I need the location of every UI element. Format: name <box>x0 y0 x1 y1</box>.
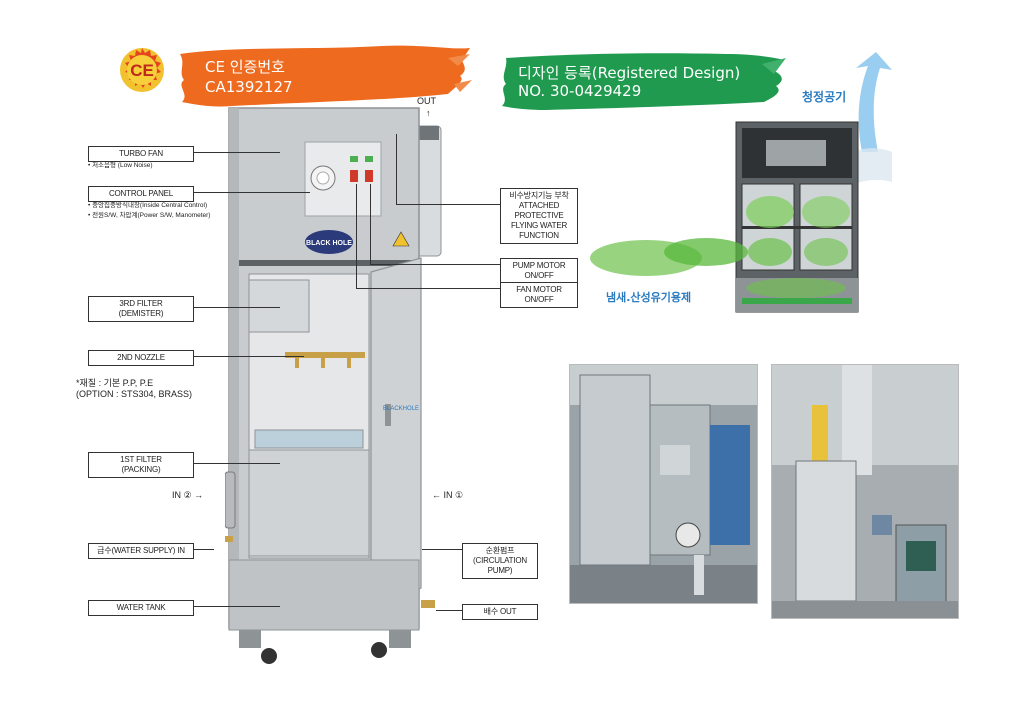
first-filter-label: 1ST FILTER (PACKING) <box>88 452 194 478</box>
svg-text:BLACKHOLE: BLACKHOLE <box>383 406 419 412</box>
control-panel-note1: • 중앙집중방식내장(Inside Central Control) <box>88 202 208 209</box>
ce-cert-banner <box>180 45 472 107</box>
control-panel-note2: • 전원S/W, 차압계(Power S/W, Manometer) <box>88 212 211 219</box>
drain-out-label: 배수 OUT <box>462 604 538 620</box>
third-filter-leader <box>194 307 280 308</box>
pump-motor-leader-h <box>370 264 500 265</box>
third-filter-label: 3RD FILTER (DEMISTER) <box>88 296 194 322</box>
scrubber-machine: BLACK HOLE BLACKHOLE <box>225 107 442 664</box>
installation-photo-2 <box>771 364 959 619</box>
ce-cert-line1: CE 인증번호 <box>205 58 285 76</box>
circulation-pump-leader <box>422 549 462 550</box>
water-supply-label: 급수(WATER SUPPLY) IN <box>88 543 194 559</box>
cutaway-diagram <box>590 52 892 313</box>
out-label: OUT <box>417 96 436 106</box>
water-supply-leader <box>194 549 214 550</box>
design-line1: 디자인 등록(Registered Design) <box>518 64 741 82</box>
out-arrow-icon: ↑ <box>426 108 431 118</box>
turbo-fan-note: • 저소음형 (Low Noise) <box>88 162 153 169</box>
water-tank-label: WATER TANK <box>88 600 194 616</box>
fan-motor-label: FAN MOTOR ON/OFF <box>500 282 578 308</box>
attached-function-label: 비수방지기능 부착 ATTACHED PROTECTIVE FLYING WAT… <box>500 188 578 244</box>
drain-out-leader <box>436 610 462 611</box>
svg-text:CE: CE <box>130 61 154 80</box>
material-line1: *재질 : 기본 P.P, P.E <box>76 378 154 388</box>
design-line2: NO. 30-0429429 <box>518 82 642 100</box>
attached-leader-h <box>396 204 500 205</box>
installation-photo-1 <box>569 364 758 604</box>
inlet-1-label: ← IN ① <box>432 490 464 500</box>
pump-motor-leader-v <box>370 184 371 264</box>
ce-logo-icon: CE <box>120 48 164 92</box>
ce-cert-line2: CA1392127 <box>205 78 293 96</box>
control-panel-leader <box>194 192 310 193</box>
second-nozzle-leader <box>194 356 304 357</box>
fan-motor-leader-v <box>356 184 357 288</box>
circulation-pump-label: 순환펌프(CIRCULATION PUMP) <box>462 543 538 579</box>
pump-motor-label: PUMP MOTOR ON/OFF <box>500 258 578 284</box>
turbo-fan-label: TURBO FAN <box>88 146 194 162</box>
design-registration-banner <box>502 53 786 110</box>
odor-removal-label: 냄새.산성유기용제 <box>606 291 692 304</box>
water-tank-leader <box>194 606 280 607</box>
inlet-2-label: IN ② → <box>172 490 204 500</box>
control-panel-label: CONTROL PANEL <box>88 186 194 202</box>
clean-air-label: 청정공기 <box>802 90 847 104</box>
material-line2: (OPTION : STS304, BRASS) <box>76 389 193 399</box>
attached-leader-v <box>396 134 397 204</box>
first-filter-leader <box>194 463 280 464</box>
second-nozzle-label: 2ND NOZZLE <box>88 350 194 366</box>
turbo-fan-leader <box>194 152 280 153</box>
fan-motor-leader-h <box>356 288 500 289</box>
svg-text:BLACK HOLE: BLACK HOLE <box>306 240 352 247</box>
